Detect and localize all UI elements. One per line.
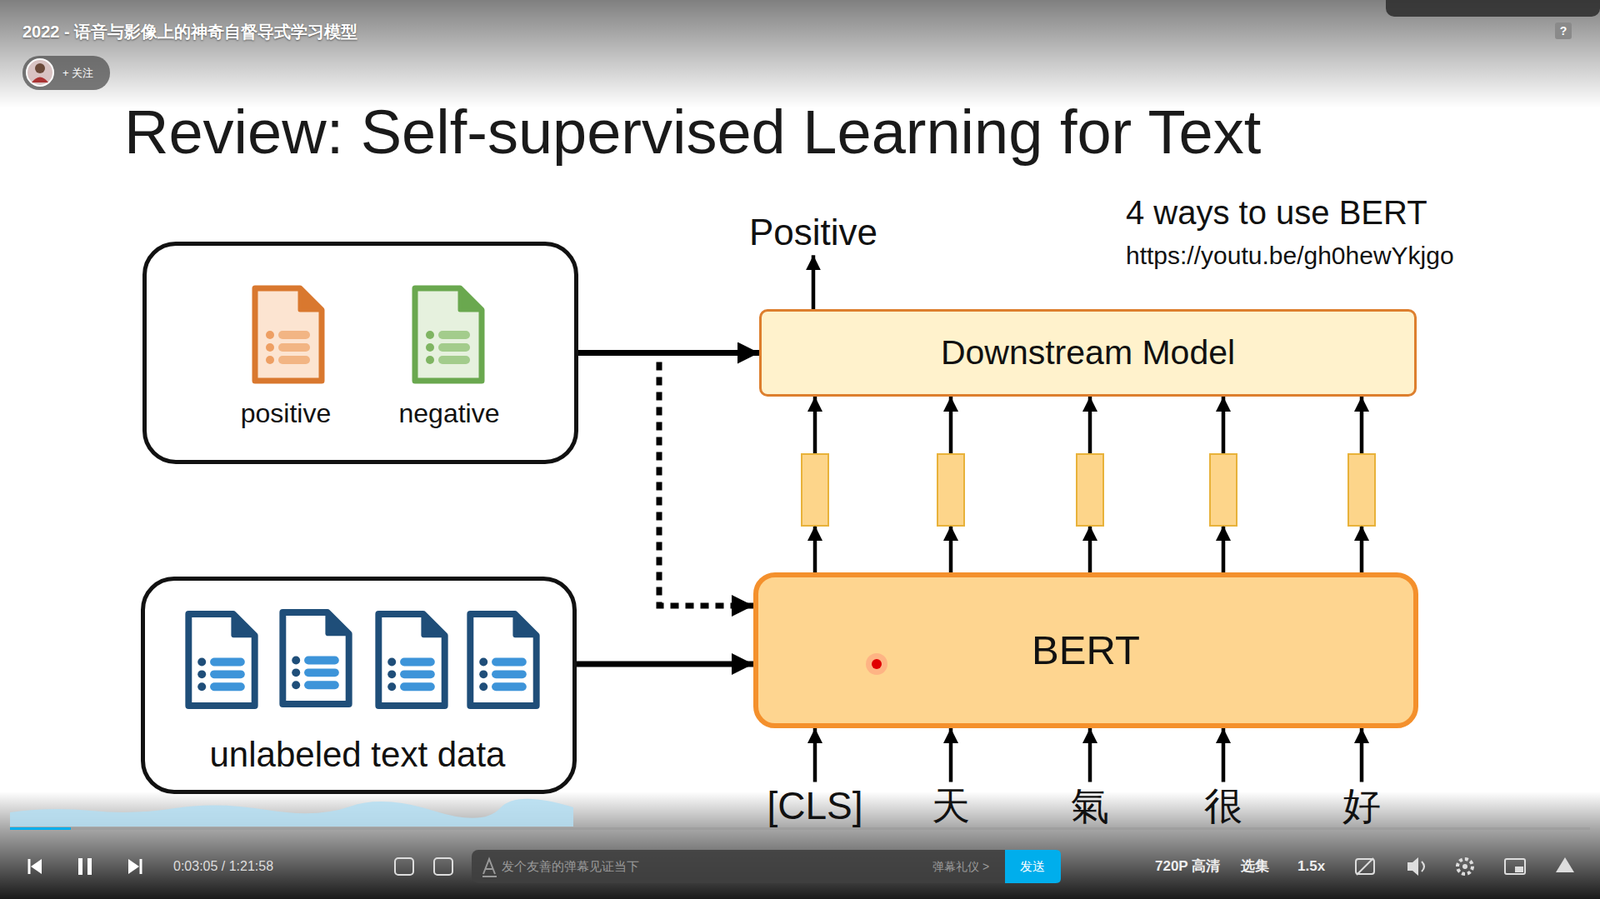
window-icon [1505, 859, 1525, 875]
volume-icon [1421, 861, 1425, 872]
slide-title: Review: Self-supervised Learning for Tex… [124, 96, 1261, 168]
input-placeholder: 发个友善的弹幕见证当下 [501, 859, 640, 874]
follow-button: + 关注 [62, 67, 94, 80]
arrow-connector [1221, 728, 1226, 783]
embedding-vector [1210, 454, 1237, 526]
waveform [10, 799, 574, 827]
embedding-vector [801, 454, 829, 526]
danmaku-settings-icon [434, 858, 453, 875]
reference-note: 4 ways to use BERT [1125, 193, 1428, 232]
input-token: [CLS] [761, 782, 868, 830]
node-text: Positive [749, 211, 878, 255]
arrow-connector [949, 728, 954, 783]
reference-url: https://youtu.be/gh0hewYkjgo [1125, 241, 1455, 271]
avatar [26, 59, 54, 86]
input-token: 好 [1337, 782, 1386, 830]
node-text: 很 [1204, 784, 1243, 829]
model-box: Downstream Model [759, 309, 1417, 397]
progress-track [10, 827, 1590, 830]
node-text: BERT [1031, 626, 1140, 674]
send-label: 发送 [1020, 859, 1045, 874]
arrow-connector [813, 728, 818, 783]
etiquette-link: 弹幕礼仪 > [932, 860, 990, 874]
window-icon [1515, 866, 1524, 873]
progress-played [10, 827, 71, 830]
node-text: [CLS] [766, 784, 863, 829]
node-text: 氣 [1070, 784, 1110, 829]
settings-icon [1462, 864, 1468, 870]
arrowhead [943, 525, 959, 541]
quality-setting: 720P 高清 [1155, 858, 1220, 875]
input-token: 天 [926, 782, 975, 830]
arrowhead [1082, 525, 1098, 541]
node-text: 天 [931, 784, 970, 829]
document-icon [282, 612, 349, 705]
danmaku-toggle-icon [1356, 858, 1374, 875]
pause-icon [78, 858, 83, 875]
video-title: 2022 - 语音与影像上的神奇自督导式学习模型 [22, 22, 358, 42]
prev-icon [30, 859, 42, 875]
fullscreen-icon [1555, 857, 1575, 873]
avatar-head [35, 63, 45, 74]
font-icon [482, 859, 497, 877]
arrow-connector [576, 661, 754, 668]
model-box: BERT [753, 572, 1419, 729]
volume-icon [1407, 857, 1419, 876]
avatar-body [31, 77, 49, 84]
arrowhead [807, 525, 823, 541]
settings-icon [1457, 859, 1473, 875]
help-label: ? [1560, 24, 1568, 38]
episode-select: 选集 [1240, 858, 1270, 875]
dotted-arrow [578, 353, 754, 607]
node-text: 好 [1342, 784, 1381, 829]
document-icon [415, 288, 482, 381]
speed-setting: 1.5x [1297, 858, 1325, 875]
embedding-vector [1076, 454, 1104, 526]
follow-pill [22, 55, 110, 90]
arrowhead [1215, 525, 1231, 541]
node-text: Downstream Model [940, 333, 1235, 373]
laser-pointer [863, 650, 890, 678]
document-icon [188, 614, 255, 706]
danmaku-icon [395, 858, 414, 875]
arrow-connector [1360, 728, 1365, 783]
output-label: Positive [744, 210, 883, 256]
top-overlay [0, 0, 1600, 109]
laser-pointer-halo [865, 653, 888, 675]
pause-icon [87, 858, 92, 875]
embedding-vector [1348, 454, 1375, 526]
input-token: 很 [1199, 782, 1248, 830]
data-box: unlabeled text data [140, 576, 577, 795]
input-token: 氣 [1065, 782, 1115, 830]
arrow-connector [578, 350, 760, 356]
node-text: unlabeled text data [210, 735, 506, 775]
laser-pointer-dot [871, 659, 882, 670]
document-icon [470, 614, 536, 706]
arrow-connector [1088, 728, 1093, 783]
embedding-vector [937, 454, 965, 526]
time-display: 0:03:05 / 1:21:58 [173, 859, 274, 875]
arrowhead [1354, 525, 1370, 541]
document-icon [378, 614, 445, 706]
top-control-panel [1385, 0, 1600, 17]
next-icon [128, 859, 140, 875]
data-box: positive negative [142, 241, 579, 465]
document-icon [255, 288, 322, 381]
danmaku-input [471, 850, 1014, 884]
prev-icon [28, 859, 31, 875]
node-text: negative [399, 398, 500, 430]
danmaku-toggle-icon [1355, 859, 1375, 875]
next-icon [140, 859, 143, 875]
send-button [1005, 850, 1061, 884]
help-icon [1555, 22, 1572, 40]
node-text: positive [240, 398, 332, 430]
arrow-connector [811, 255, 816, 310]
